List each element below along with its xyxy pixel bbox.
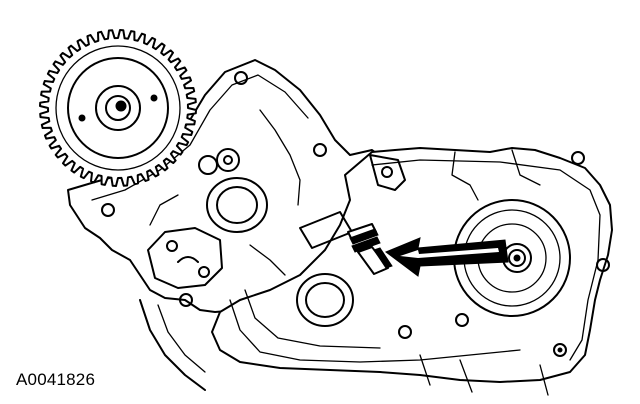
gasket-hole: [198, 266, 210, 278]
gear-web: [67, 57, 169, 159]
part-identification-mark: [347, 223, 393, 275]
lower-left-curve-2: [157, 304, 206, 373]
seal-ring-lower-outer: [296, 273, 354, 327]
bolt-hole: [596, 258, 610, 272]
bolt-hole: [553, 343, 567, 357]
right-block-rib: [451, 149, 541, 201]
seal-ring-lower-inner: [305, 282, 345, 318]
bolt-hole: [179, 293, 193, 307]
gear-rim: [55, 45, 181, 171]
pump-shaft: [513, 254, 521, 262]
bolt-hole: [455, 313, 469, 327]
bolt-boss-hole: [223, 155, 233, 165]
left-inner-edge-2: [259, 109, 301, 206]
lower-left-curve: [139, 299, 206, 391]
gear-dowel: [78, 114, 86, 122]
upper-boss: [369, 154, 406, 191]
locator-arrow-highlight: [400, 248, 499, 258]
gasket-slot: [177, 256, 199, 263]
bolt-boss: [198, 155, 218, 175]
lower-flange-2: [244, 289, 381, 349]
locator-arrow: [384, 237, 509, 277]
lower-flange: [229, 299, 521, 363]
gear-dowel: [150, 94, 158, 102]
camshaft-gear: [39, 29, 197, 187]
left-rib: [149, 194, 286, 276]
bolt-hole-center: [557, 347, 563, 353]
pump-seal-inner: [508, 249, 526, 267]
bolt-boss: [216, 148, 240, 172]
gear-hub-bore: [105, 95, 131, 121]
seal-ring-inner: [216, 186, 258, 224]
figure-id-label: A0041826: [16, 370, 96, 389]
bolt-hole: [571, 151, 585, 165]
gear-bolt: [115, 100, 127, 112]
gasket-hole: [166, 240, 178, 252]
bolt-hole: [398, 325, 412, 339]
right-block-inner-edge: [371, 159, 601, 361]
bolt-hole: [313, 143, 327, 157]
upper-boss-hole: [381, 166, 393, 178]
lower-rib: [419, 354, 549, 396]
seal-ring-outer: [206, 177, 268, 233]
bolt-hole: [101, 203, 115, 217]
bolt-hole: [234, 71, 248, 85]
